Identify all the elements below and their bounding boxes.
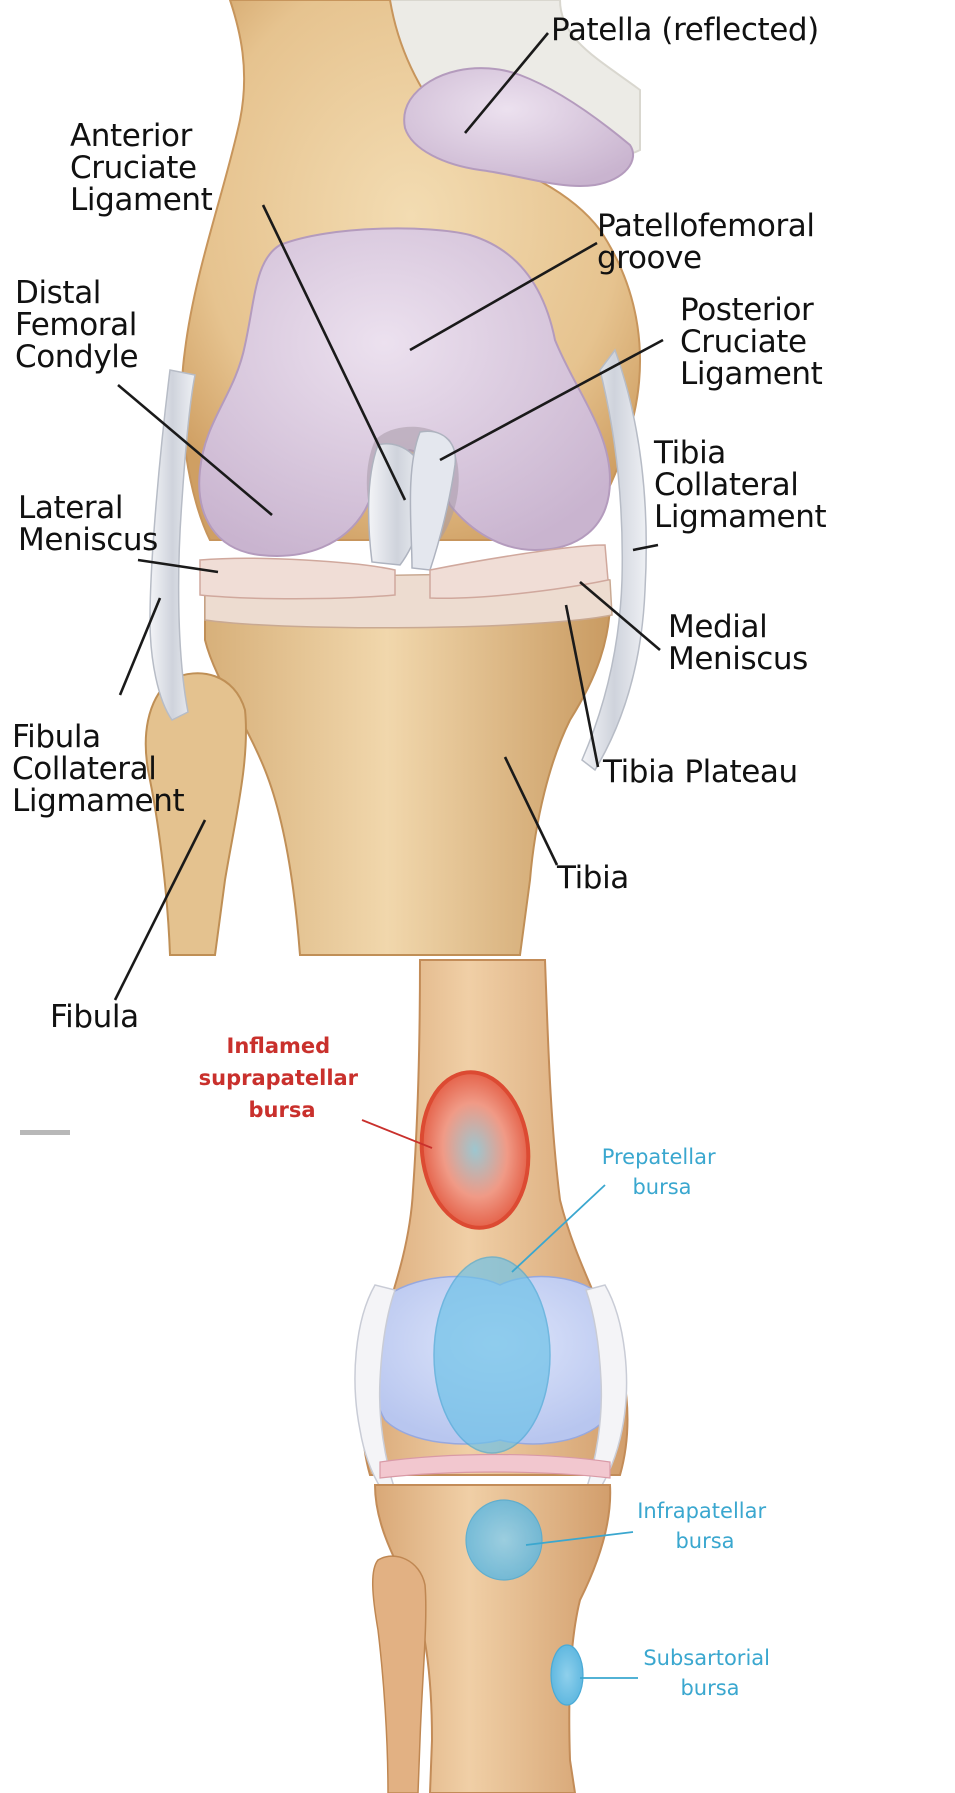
- leader-infrapatellar: [525, 1531, 634, 1546]
- label-tibia-collateral: Tibia Collateral Ligmament: [653, 435, 826, 535]
- posterior-cruciate-ligament: [409, 430, 456, 571]
- subsartorial-bursa: [550, 1644, 584, 1706]
- label-pp-line-1: Prepatellar: [602, 1145, 716, 1169]
- label-dfc-line-1: Distal: [15, 275, 101, 311]
- label-fibula: Fibula: [50, 999, 139, 1035]
- label-ss-line-1: Subsartorial: [643, 1646, 770, 1670]
- label-ip-line-2: bursa: [675, 1529, 734, 1553]
- label-subsartorial: Subsartorial bursa: [643, 1646, 776, 1700]
- label-patella: Patella (reflected): [551, 12, 819, 48]
- label-acl: Anterior Cruciate Ligament: [70, 118, 213, 218]
- prepatellar-bursa: [433, 1256, 551, 1454]
- leader-pcl: [439, 338, 664, 462]
- label-dfc-line-2: Femoral: [15, 307, 137, 343]
- label-tibia-plateau: Tibia Plateau: [602, 754, 798, 790]
- tibia: [204, 589, 612, 956]
- lateral-meniscus-shape: [199, 557, 396, 600]
- label-sp-line-3: bursa: [248, 1098, 315, 1122]
- knee-anatomy-diagram: Patella (reflected) Anterior Cruciate Li…: [12, 0, 827, 1035]
- label-sp-line-1: Inflamed: [227, 1034, 331, 1058]
- label-prepatellar: Prepatellar bursa: [602, 1145, 723, 1199]
- fibula-bone: [144, 672, 247, 956]
- bursae-fibula: [371, 1555, 427, 1793]
- label-pfg-line-1: Patellofemoral: [597, 208, 815, 244]
- label-medial-meniscus: Medial Meniscus: [668, 609, 808, 677]
- tibia-collateral-ligament-shape: [581, 348, 647, 772]
- label-tcl-line-1: Tibia: [653, 435, 726, 471]
- label-sp-line-2: suprapatellar: [199, 1066, 359, 1090]
- label-lm-line-1: Lateral: [18, 490, 123, 526]
- label-patellofemoral-groove: Patellofemoral groove: [597, 208, 824, 276]
- label-acl-line-3: Ligament: [70, 182, 213, 218]
- label-ip-line-1: Infrapatellar: [637, 1499, 766, 1523]
- label-pcl-line-1: Posterior: [680, 292, 814, 328]
- fibula-collateral-ligament-shape: [149, 369, 196, 721]
- label-infrapatellar: Infrapatellar bursa: [637, 1499, 773, 1553]
- label-lm-line-2: Meniscus: [18, 522, 158, 558]
- leader-prepatellar: [511, 1184, 606, 1273]
- label-fibula-collateral: Fibula Collateral Ligmament: [12, 719, 184, 819]
- label-tibia: Tibia: [556, 860, 629, 896]
- leader-tibia: [503, 756, 559, 866]
- label-fcl-line-1: Fibula: [12, 719, 101, 755]
- label-tcl-line-3: Ligmament: [654, 499, 826, 535]
- label-dfc-line-3: Condyle: [15, 339, 138, 375]
- patella: [403, 67, 635, 187]
- infrapatellar-bursa: [465, 1499, 543, 1581]
- label-tcl-line-2: Collateral: [654, 467, 798, 503]
- label-pcl-line-3: Ligament: [680, 356, 823, 392]
- leader-medial-meniscus: [579, 581, 661, 651]
- leader-lateral-meniscus: [137, 558, 219, 574]
- leader-acl: [261, 204, 407, 501]
- label-pp-line-2: bursa: [632, 1175, 691, 1199]
- leader-fibula-collateral: [118, 597, 162, 696]
- inflamed-suprapatellar-bursa: [419, 1070, 531, 1230]
- label-acl-line-1: Anterior: [70, 118, 193, 154]
- divider-mark: [20, 1130, 70, 1135]
- label-mm-line-2: Meniscus: [668, 641, 808, 677]
- label-fcl-line-2: Collateral: [12, 751, 156, 787]
- leader-distal-femoral-condyle: [117, 384, 273, 516]
- label-suprapatellar: Inflamed suprapatellar bursa: [199, 1034, 366, 1122]
- medial-meniscus-shape: [429, 544, 609, 599]
- leader-suprapatellar: [361, 1119, 433, 1149]
- label-pcl-line-2: Cruciate: [680, 324, 807, 360]
- label-pfg-line-2: groove: [597, 240, 702, 276]
- label-acl-line-2: Cruciate: [70, 150, 197, 186]
- leader-fibula: [113, 819, 207, 1001]
- label-ss-line-2: bursa: [680, 1676, 739, 1700]
- label-lateral-meniscus: Lateral Meniscus: [18, 490, 158, 558]
- label-distal-femoral-condyle: Distal Femoral Condyle: [15, 275, 146, 375]
- leader-tibia-collateral: [632, 543, 659, 552]
- leader-tibia-plateau: [564, 604, 600, 768]
- leader-patella: [463, 32, 550, 134]
- knee-bursae-diagram: Inflamed suprapatellar bursa Prepatellar…: [199, 959, 776, 1793]
- bursae-meniscus: [379, 1453, 611, 1479]
- label-mm-line-1: Medial: [668, 609, 767, 645]
- label-fcl-line-3: Ligmament: [12, 783, 184, 819]
- label-pcl: Posterior Cruciate Ligament: [680, 292, 823, 392]
- leader-patellofemoral-groove: [409, 241, 598, 352]
